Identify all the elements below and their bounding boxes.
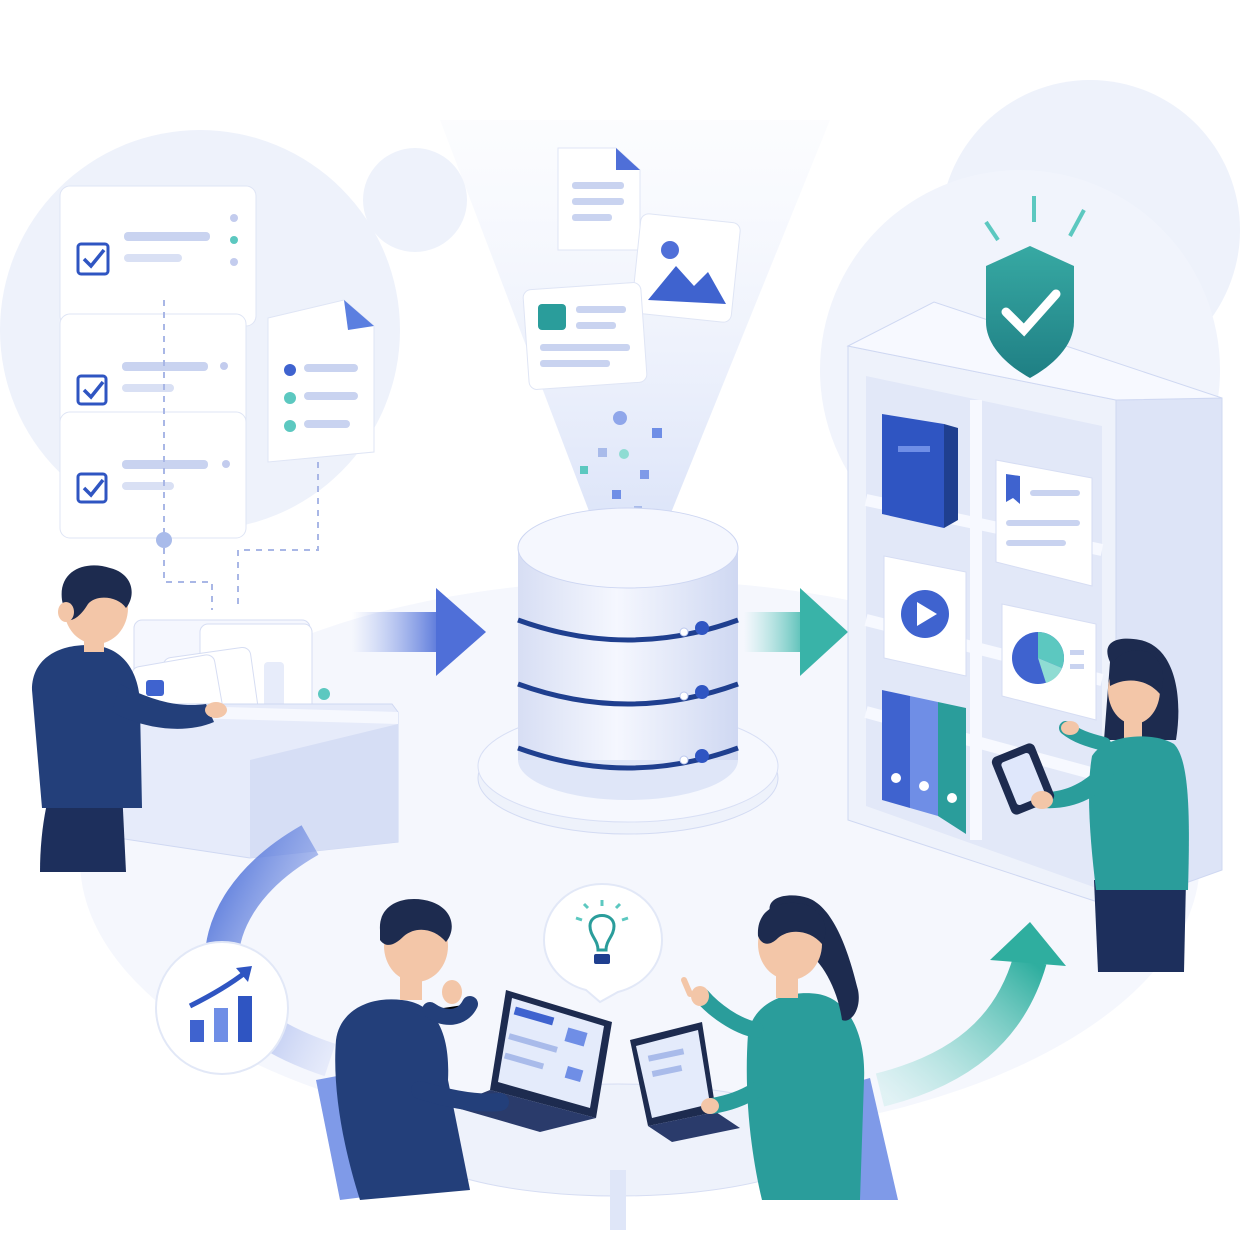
- person-with-tablet: [991, 638, 1189, 972]
- pie-chart-icon: [1001, 603, 1097, 721]
- document-icon: [557, 147, 641, 251]
- laptop-icon: [450, 990, 612, 1132]
- bookmark-card-icon: [995, 459, 1093, 587]
- checklist-card-icon: [59, 313, 247, 441]
- book-icon: [882, 414, 958, 528]
- document-icon: [267, 299, 375, 463]
- binder-icon: [882, 690, 966, 834]
- person-filing: [32, 565, 227, 872]
- laptop-icon: [630, 1022, 740, 1142]
- document-card-icon: [522, 282, 648, 390]
- person-laptop-left: [316, 899, 612, 1200]
- growth-chart-icon: [155, 941, 289, 1075]
- play-video-icon: [883, 555, 967, 677]
- floating-documents: [522, 147, 741, 526]
- arrow-right-icon: [352, 588, 486, 676]
- checklist-cards: [59, 185, 375, 610]
- image-icon: [631, 213, 741, 323]
- checklist-card-icon: [59, 185, 257, 327]
- arrow-right-icon: [744, 588, 848, 676]
- checklist-card-icon: [59, 411, 247, 539]
- shield-check-icon: [984, 196, 1086, 378]
- database-icon: [477, 507, 779, 835]
- lightbulb-icon: [542, 882, 664, 1004]
- person-laptop-right: [630, 895, 898, 1200]
